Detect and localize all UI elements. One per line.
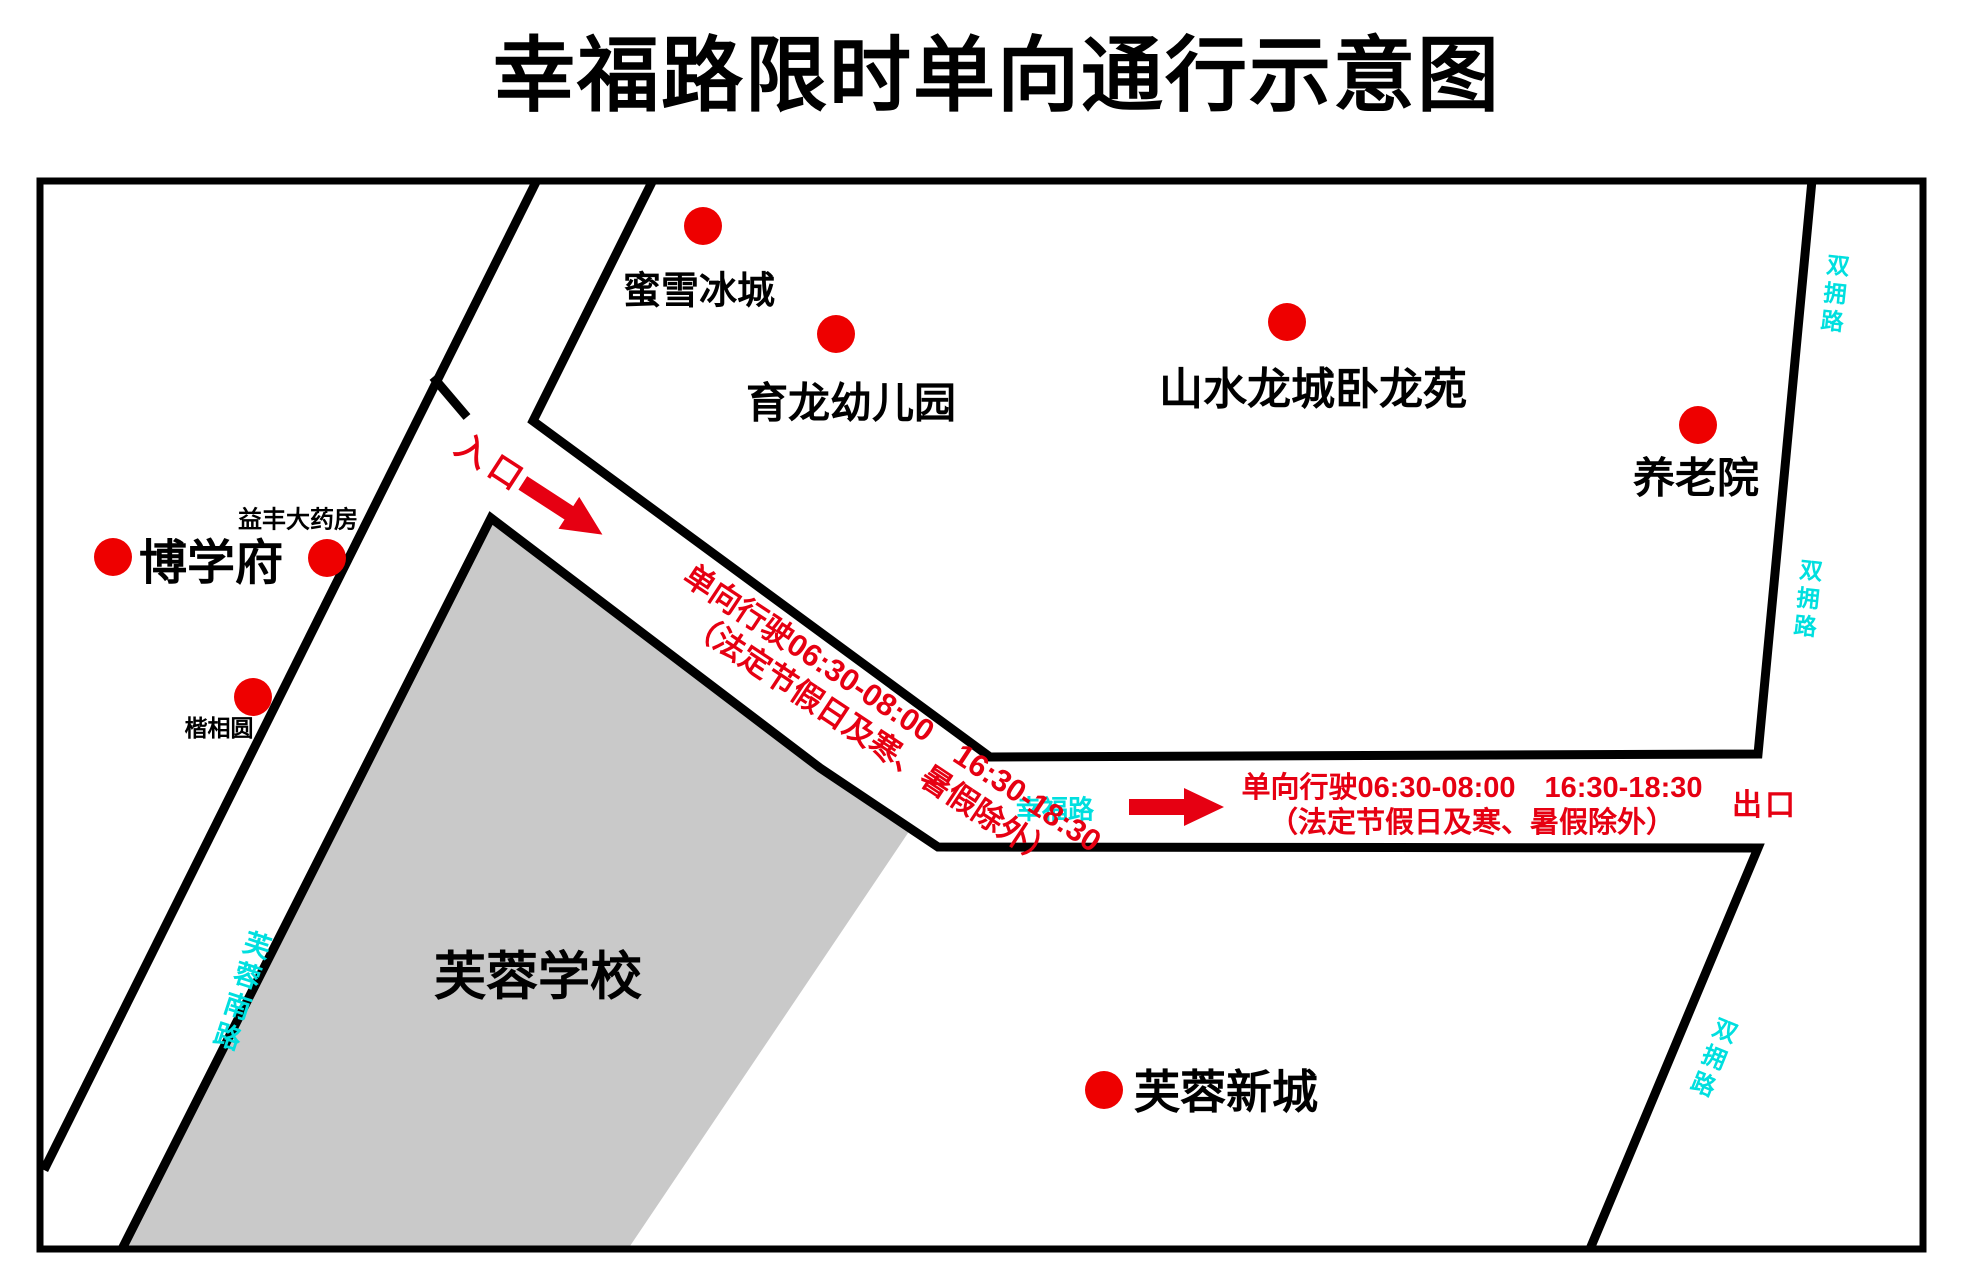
poi-dot-kaixiangyuan: [234, 678, 272, 716]
poi-label-yifeng-pharmacy: 益丰大药房: [238, 506, 358, 534]
poi-dot-nursing-home: [1679, 406, 1717, 444]
notice-line-exceptions: （法定节假日及寒、暑假除外）: [1268, 807, 1675, 839]
road-xingfu-south-edge: [117, 511, 1765, 1252]
school-area-label: 芙蓉学校: [433, 948, 643, 1007]
one-way-notice-horizontal: 单向行驶06:30-08:00 16:30-18:30 （法定节假日及寒、暑假除…: [1242, 771, 1703, 841]
poi-label-nursing-home: 养老院: [1632, 454, 1760, 502]
road-label-xingfu: 幸福路: [1015, 794, 1095, 825]
one-way-arrow-horizontal: [1129, 788, 1224, 826]
road-xingfu-north-edge: [527, 177, 1817, 762]
page-title: 幸福路限时单向通行示意图: [492, 30, 1502, 122]
poi-dot-yulong-kindergarten: [817, 315, 855, 353]
exit-label: 出口: [1732, 789, 1798, 822]
poi-dot-boxuefu: [94, 538, 132, 576]
poi-dot-furong-xincheng: [1085, 1071, 1123, 1109]
school-area-shape: [122, 518, 910, 1249]
junction-stub-line: [429, 374, 471, 420]
poi-label-yulong-kindergarten: 育龙幼儿园: [745, 379, 957, 427]
notice-line-times: 单向行驶06:30-08:00 16:30-18:30: [1241, 772, 1703, 805]
map-border: [36, 177, 1927, 1253]
poi-dot-shanshui-longcheng: [1268, 303, 1306, 341]
poi-label-furong-xincheng: 芙蓉新城: [1134, 1066, 1318, 1118]
poi-label-mixue: 蜜雪冰城: [622, 270, 776, 313]
poi-dot-mixue: [684, 207, 722, 245]
one-way-arrow-diagonal: [518, 476, 603, 535]
poi-label-shanshui-longcheng: 山水龙城卧龙苑: [1159, 365, 1467, 414]
road-furong-south-west-edge: [39, 177, 542, 1173]
poi-label-boxuefu: 博学府: [138, 537, 284, 590]
poi-dot-yifeng-pharmacy: [308, 539, 346, 577]
poi-label-kaixiangyuan: 楷相圆: [184, 715, 254, 741]
